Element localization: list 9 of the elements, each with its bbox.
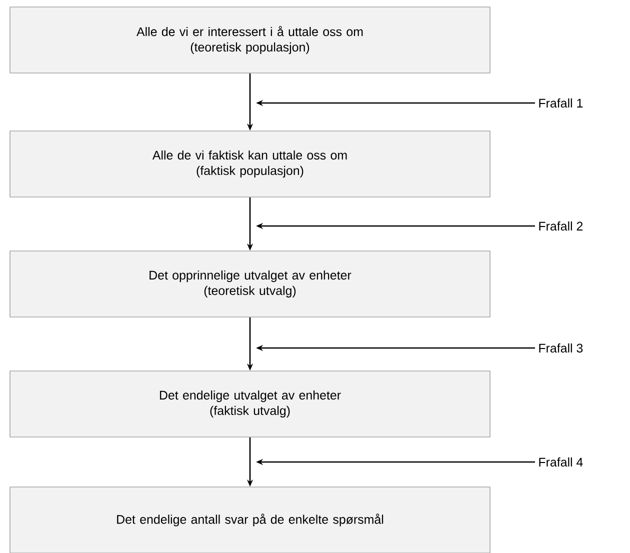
dropout-label: Frafall 4: [535, 454, 586, 470]
process-box: Det endelige antall svar på de enkelte spørsmål: [10, 486, 490, 553]
process-box: Det endelige utvalget av enheter (faktisk utvalg): [10, 370, 490, 438]
process-box: Alle de vi faktisk kan uttale oss om (faktisk populasjon): [10, 130, 490, 198]
process-box: Alle de vi er interessert i å uttale oss om (teoretisk populasjon): [10, 6, 490, 74]
dropout-label: Frafall 1: [535, 95, 586, 111]
dropout-label: Frafall 3: [535, 340, 586, 356]
process-box: Det opprinnelige utvalget av enheter (teoretisk utvalg): [10, 250, 490, 318]
dropout-label: Frafall 2: [535, 218, 586, 234]
